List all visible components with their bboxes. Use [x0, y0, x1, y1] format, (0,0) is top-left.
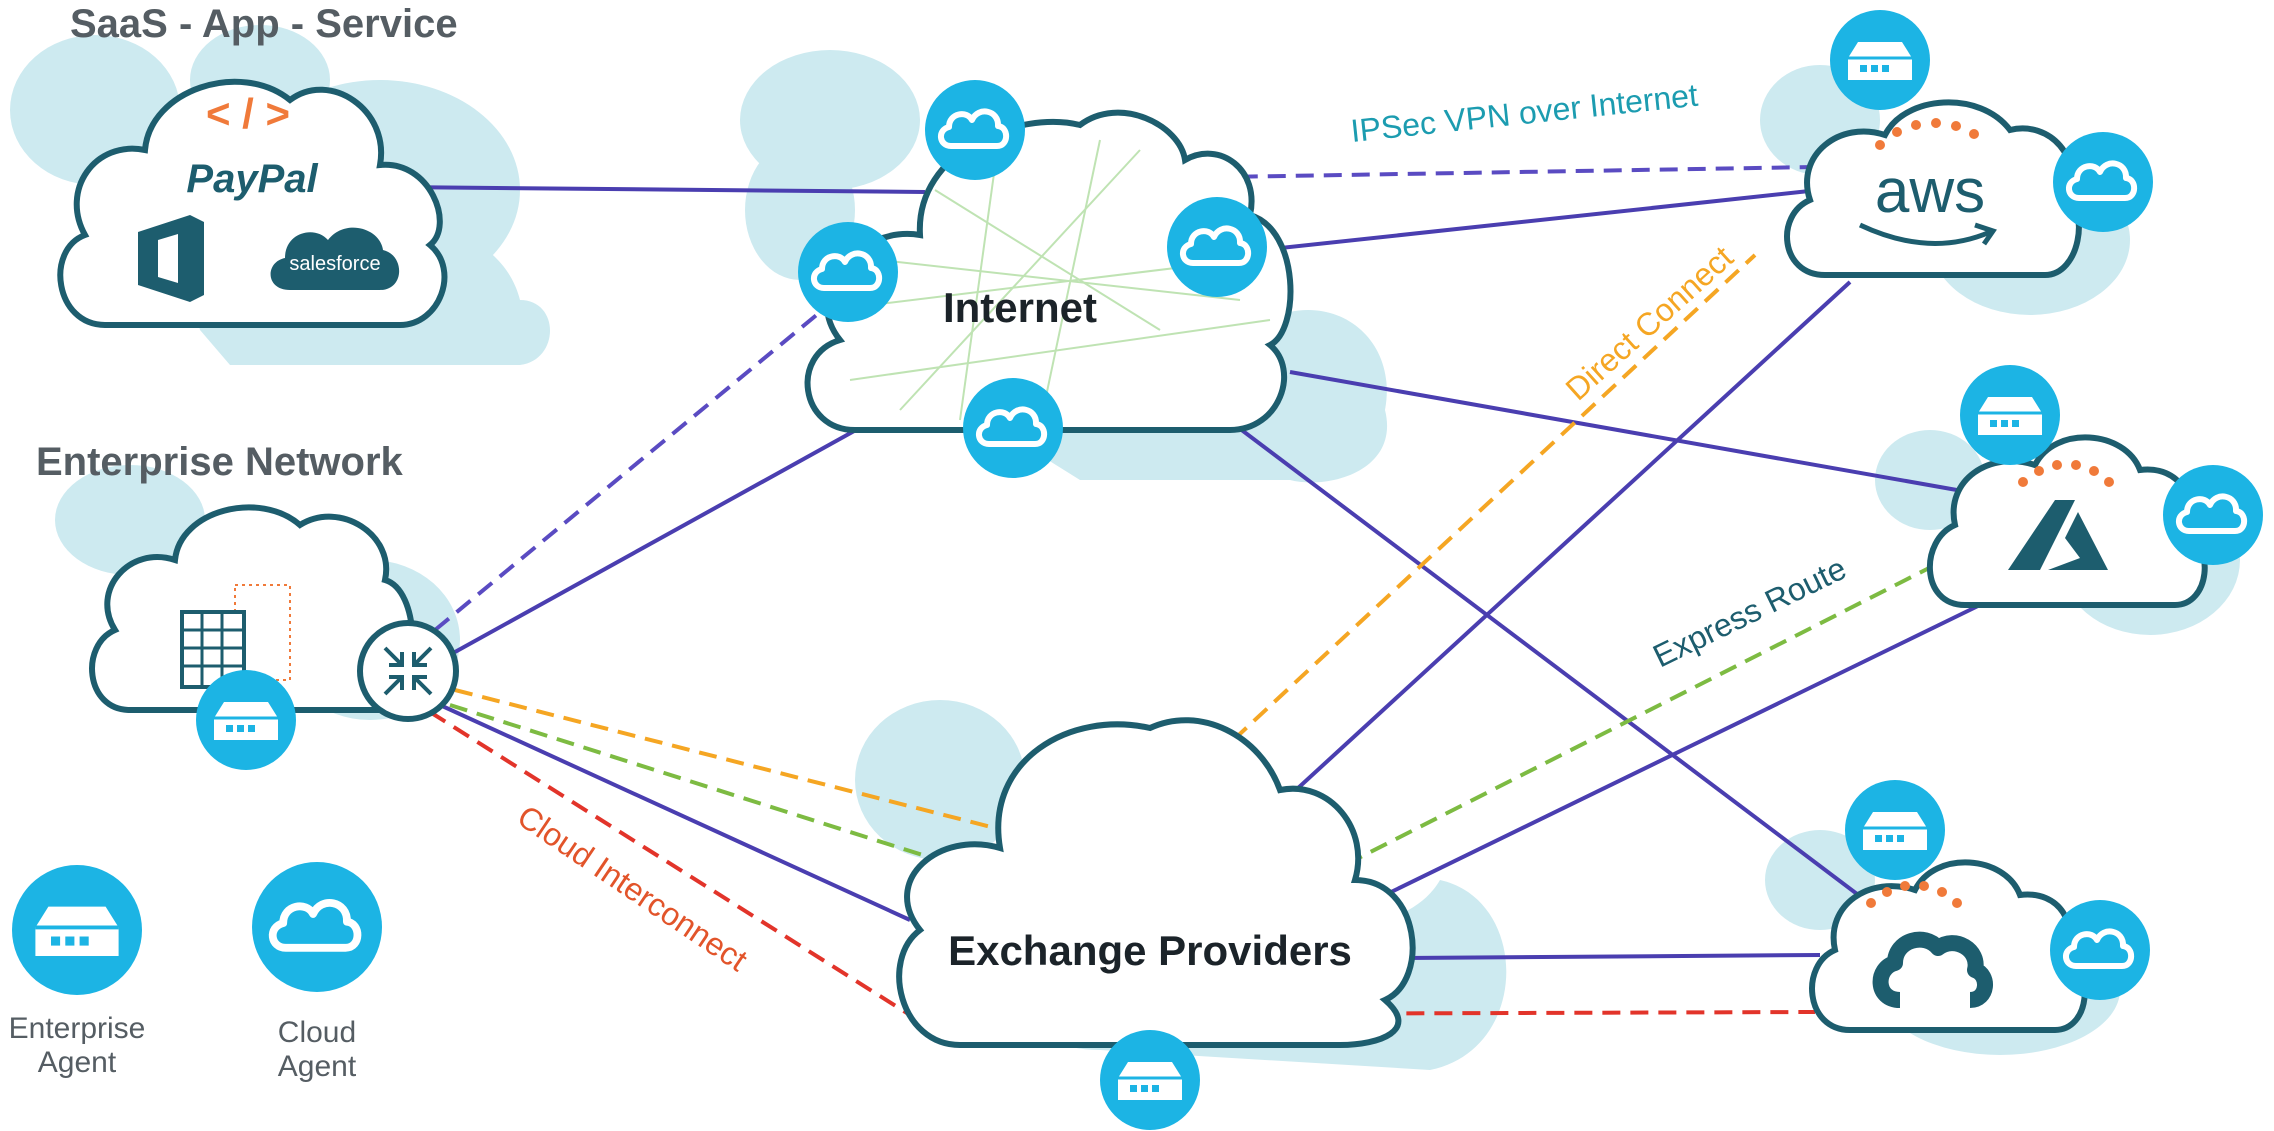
aws-enterprise-agent[interactable] — [1828, 8, 1932, 112]
legend-cloud-agent-label-2: Agent — [278, 1050, 357, 1083]
enterprise-cloud — [89, 504, 459, 772]
gcp-cloud — [1809, 778, 2150, 1033]
azure-logo — [2008, 500, 2108, 570]
legend-enterprise-agent-label-2: Agent — [38, 1046, 117, 1079]
internet-agent-top[interactable] — [925, 80, 1025, 180]
exchange-cloud: Exchange Providers — [896, 717, 1416, 1131]
link-internet-aws — [1261, 183, 1866, 252]
salesforce-logo: salesforce — [270, 227, 400, 290]
saas-section-title: SaaS - App - Service — [70, 2, 458, 46]
aws-arc-dots — [1875, 118, 1979, 150]
express-route-label: Express Route — [1647, 550, 1851, 674]
saas-cloud: < / > PayPal salesforce — [57, 78, 448, 328]
link-exchange-aws — [1283, 280, 1852, 802]
aws-cloud-agent[interactable] — [2053, 132, 2153, 232]
ipsec-label: IPSec VPN over Internet — [1349, 77, 1700, 149]
legend: Enterprise Agent Cloud Agent — [9, 862, 382, 1083]
enterprise-section-title: Enterprise Network — [36, 440, 404, 484]
cloud-interconnect-label: Cloud Interconnect — [511, 798, 754, 978]
azure-cloud-agent[interactable] — [2163, 465, 2263, 565]
legend-enterprise-agent-label-1: Enterprise — [9, 1012, 146, 1045]
router-icon[interactable] — [357, 620, 459, 722]
link-exchange-gcp — [1404, 953, 1821, 960]
azure-cloud — [1926, 363, 2263, 608]
code-icon: < / > — [206, 90, 290, 137]
gcp-cloud-agent[interactable] — [2050, 900, 2150, 1000]
aws-cloud: aws — [1784, 8, 2153, 278]
aws-smile-icon — [1858, 222, 1997, 246]
legend-enterprise-agent-icon — [10, 863, 144, 997]
internet-agent-bottom[interactable] — [963, 378, 1063, 478]
gcp-logo — [1872, 931, 1993, 1008]
link-exchange-azure — [1384, 603, 1981, 897]
office-icon — [138, 215, 204, 302]
link-router-exchange — [439, 703, 911, 922]
direct-connect-label: Direct Connect — [1559, 239, 1740, 407]
svg-text:salesforce: salesforce — [289, 253, 380, 275]
gcp-enterprise-agent[interactable] — [1843, 778, 1947, 882]
aws-logo: aws — [1875, 157, 1985, 226]
exchange-agent[interactable] — [1098, 1028, 1202, 1131]
paypal-logo: PayPal — [186, 157, 318, 201]
link-internet-azure — [1289, 370, 1986, 497]
azure-enterprise-agent[interactable] — [1958, 363, 2062, 467]
internet-cloud: Internet — [798, 80, 1294, 478]
internet-label: Internet — [943, 284, 1097, 331]
link-saas-internet — [394, 185, 926, 194]
link-router-internet — [454, 423, 866, 654]
link-internet-gcp — [1233, 423, 1867, 902]
internet-agent-right[interactable] — [1167, 197, 1267, 297]
azure-arc-dots — [2018, 460, 2114, 487]
legend-cloud-agent-label-1: Cloud — [278, 1016, 356, 1049]
internet-agent-left[interactable] — [798, 222, 898, 322]
legend-cloud-agent-icon — [252, 862, 382, 992]
internet-mesh — [829, 129, 1271, 426]
enterprise-network-agent[interactable] — [194, 668, 298, 772]
gcp-arc-dots — [1866, 881, 1962, 908]
exchange-label: Exchange Providers — [948, 927, 1352, 974]
